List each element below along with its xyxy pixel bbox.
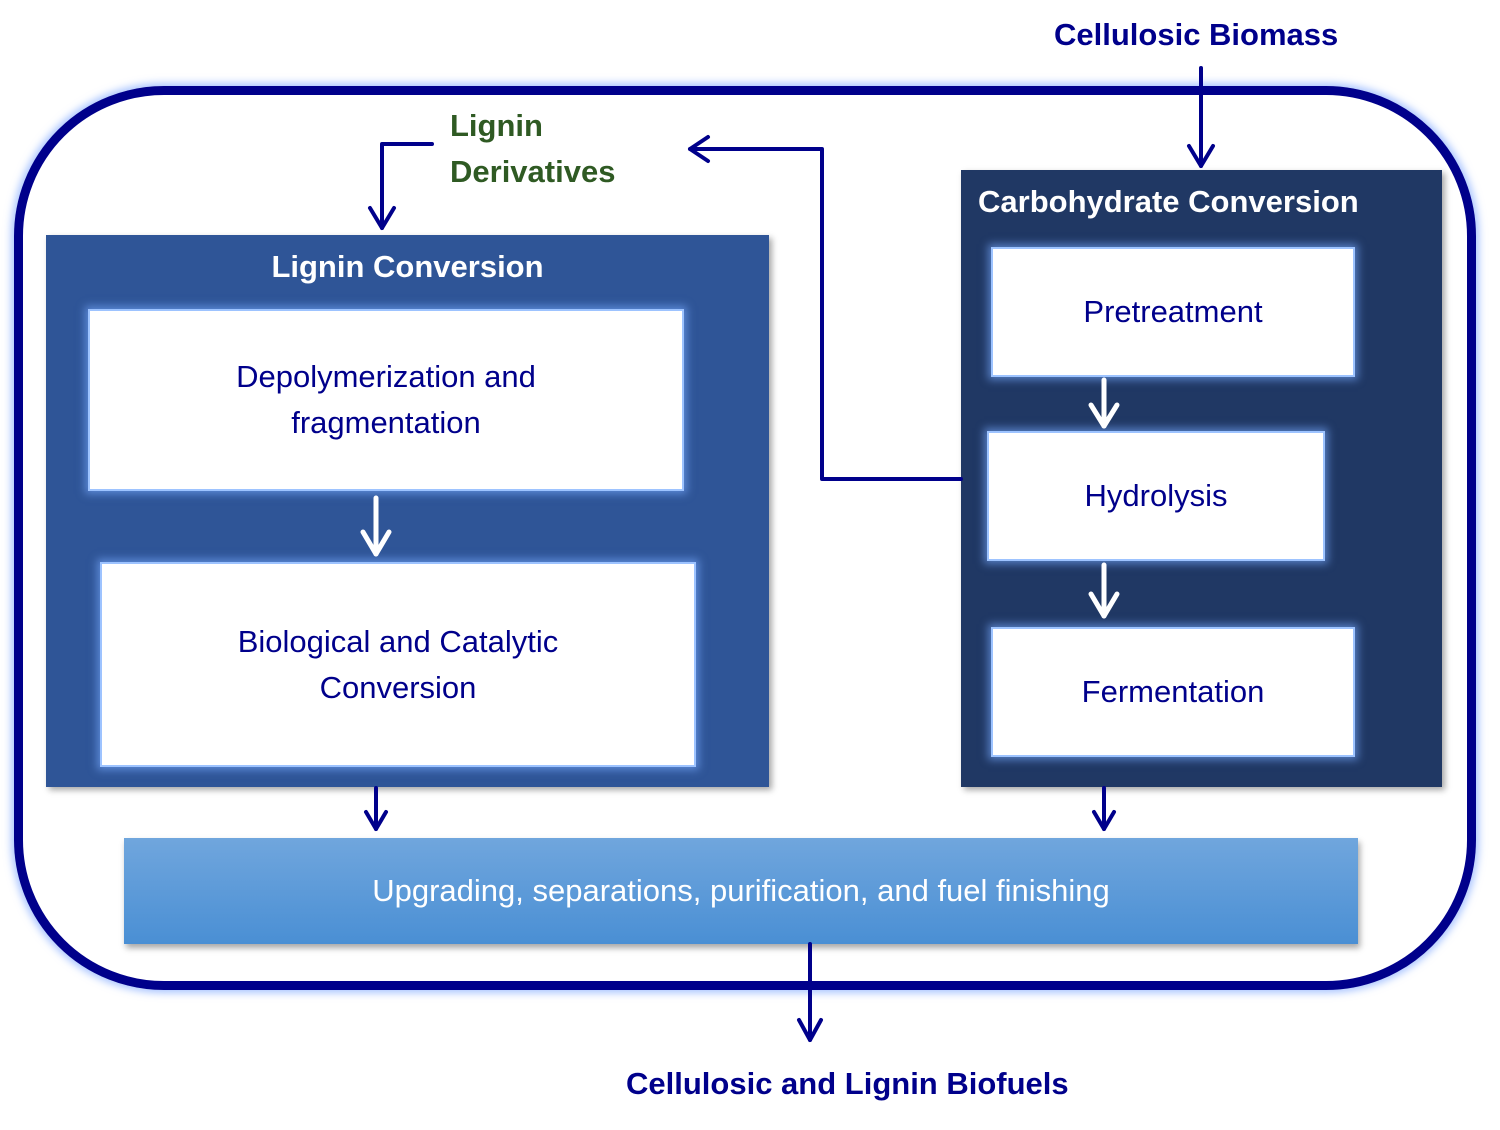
carbohydrate-conversion-panel: Carbohydrate Conversion Pretreatment Hyd… bbox=[961, 170, 1442, 787]
step-hydrolysis[interactable]: Hydrolysis bbox=[987, 431, 1325, 561]
input-label: Cellulosic Biomass bbox=[1054, 17, 1339, 52]
lignin-conversion-title: Lignin Conversion bbox=[271, 249, 544, 284]
step-biological-catalytic-line1: Biological and Catalytic bbox=[237, 623, 559, 659]
upgrading-stage[interactable]: Upgrading, separations, purification, an… bbox=[124, 838, 1358, 944]
lignin-conversion-panel: Lignin Conversion Depolymerization and f… bbox=[46, 235, 769, 787]
carbohydrate-conversion-title: Carbohydrate Conversion bbox=[978, 184, 1359, 219]
output-label: Cellulosic and Lignin Biofuels bbox=[626, 1066, 1069, 1101]
step-fermentation[interactable]: Fermentation bbox=[991, 627, 1355, 757]
step-pretreatment[interactable]: Pretreatment bbox=[991, 247, 1355, 377]
step-depolymerization-line1: Depolymerization and bbox=[236, 359, 536, 394]
step-biological-catalytic[interactable]: Biological and Catalytic Conversion bbox=[100, 562, 696, 767]
step-depolymerization[interactable]: Depolymerization and fragmentation bbox=[88, 309, 684, 491]
lignin-derivatives-label: Lignin Derivatives bbox=[450, 103, 615, 195]
step-biological-catalytic-line2: Conversion bbox=[319, 669, 477, 705]
lignin-derivatives-line2: Derivatives bbox=[450, 154, 616, 189]
step-depolymerization-line2: fragmentation bbox=[291, 405, 481, 440]
process-boundary bbox=[14, 86, 1476, 990]
lignin-derivatives-line1: Lignin bbox=[450, 108, 543, 143]
